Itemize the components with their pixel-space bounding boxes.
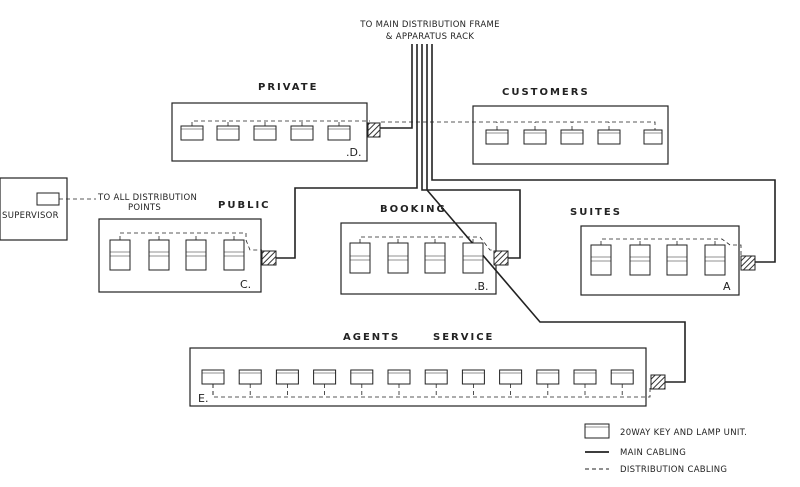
- supervisor-label: SUPERVISOR: [2, 211, 59, 221]
- private-title: PRIVATE: [258, 82, 318, 93]
- agents-key-lamp-unit: [573, 369, 597, 385]
- booking-distribution-cable: [359, 236, 494, 251]
- legend: 20WAY KEY AND LAMP UNIT. MAIN CABLING DI…: [584, 423, 747, 475]
- legend-unit-label: 20WAY KEY AND LAMP UNIT.: [620, 428, 747, 438]
- agents-tag: E.: [198, 392, 208, 405]
- customers-title: CUSTOMERS: [502, 87, 590, 98]
- agents-key-lamp-unit: [350, 369, 374, 385]
- supervisor-note-line-2: POINTS: [128, 203, 161, 213]
- suites-tag: A: [723, 280, 731, 293]
- agents-key-lamp-unit: [275, 369, 299, 385]
- agents-panel: [189, 347, 647, 407]
- legend-unit-symbol: [584, 423, 610, 439]
- booking-title: BOOKING: [380, 204, 447, 215]
- private-panel: [171, 102, 368, 162]
- public-key-lamp-units: [109, 239, 245, 271]
- agents-key-lamp-units: [201, 369, 634, 385]
- agents-key-lamp-unit: [424, 369, 448, 385]
- header-line-1: TO MAIN DISTRIBUTION FRAME: [359, 20, 500, 30]
- private-distribution-point: [367, 122, 381, 138]
- suites-title: SUITES: [570, 207, 622, 218]
- agents-key-lamp-unit: [461, 369, 485, 385]
- suites-distribution-point: [740, 255, 756, 271]
- public-distribution-point: [261, 250, 277, 266]
- public-title: PUBLIC: [218, 200, 271, 211]
- agents-key-lamp-unit: [313, 369, 337, 385]
- legend-distribution-label: DISTRIBUTION CABLING: [620, 465, 727, 475]
- agents-key-lamp-unit: [536, 369, 560, 385]
- agents-key-lamp-unit: [238, 369, 262, 385]
- supervisor-note-line-1: TO ALL DISTRIBUTION: [97, 193, 197, 203]
- customers-panel: [472, 105, 669, 165]
- booking-unit-lines: [350, 255, 483, 261]
- service-title: SERVICE: [433, 332, 494, 343]
- customers-distribution-cable: [379, 121, 656, 130]
- agents-key-lamp-unit: [499, 369, 523, 385]
- main-cable-bundle: [276, 44, 776, 383]
- suites-panel: [580, 225, 740, 296]
- agents-key-lamp-unit: [387, 369, 411, 385]
- agents-distribution-point: [650, 374, 666, 390]
- booking-key-lamp-units: [349, 242, 484, 274]
- agents-distribution-cable: [212, 384, 651, 398]
- public-unit-lines: [110, 251, 244, 257]
- suites-unit-lines: [591, 256, 725, 262]
- public-panel: [98, 218, 262, 293]
- booking-tag: .B.: [474, 280, 489, 293]
- agents-key-lamp-unit: [201, 369, 225, 385]
- private-key-lamp-units: [180, 125, 351, 141]
- legend-main-label: MAIN CABLING: [620, 448, 686, 458]
- private-distribution-cable: [191, 120, 370, 126]
- supervisor-panel: [0, 177, 68, 241]
- customers-key-lamp-units: [485, 129, 663, 145]
- header-line-2: & APPARATUS RACK: [386, 32, 475, 42]
- public-distribution-cable: [119, 232, 262, 251]
- supervisor-key-lamp-unit: [36, 192, 60, 206]
- private-tag: .D.: [346, 146, 361, 159]
- suites-key-lamp-units: [590, 244, 726, 276]
- suites-distribution-cable: [600, 238, 742, 256]
- agents-title: AGENTS: [343, 332, 400, 343]
- public-tag: C.: [240, 278, 251, 291]
- booking-distribution-point: [493, 250, 509, 266]
- agents-key-lamp-unit: [610, 369, 634, 385]
